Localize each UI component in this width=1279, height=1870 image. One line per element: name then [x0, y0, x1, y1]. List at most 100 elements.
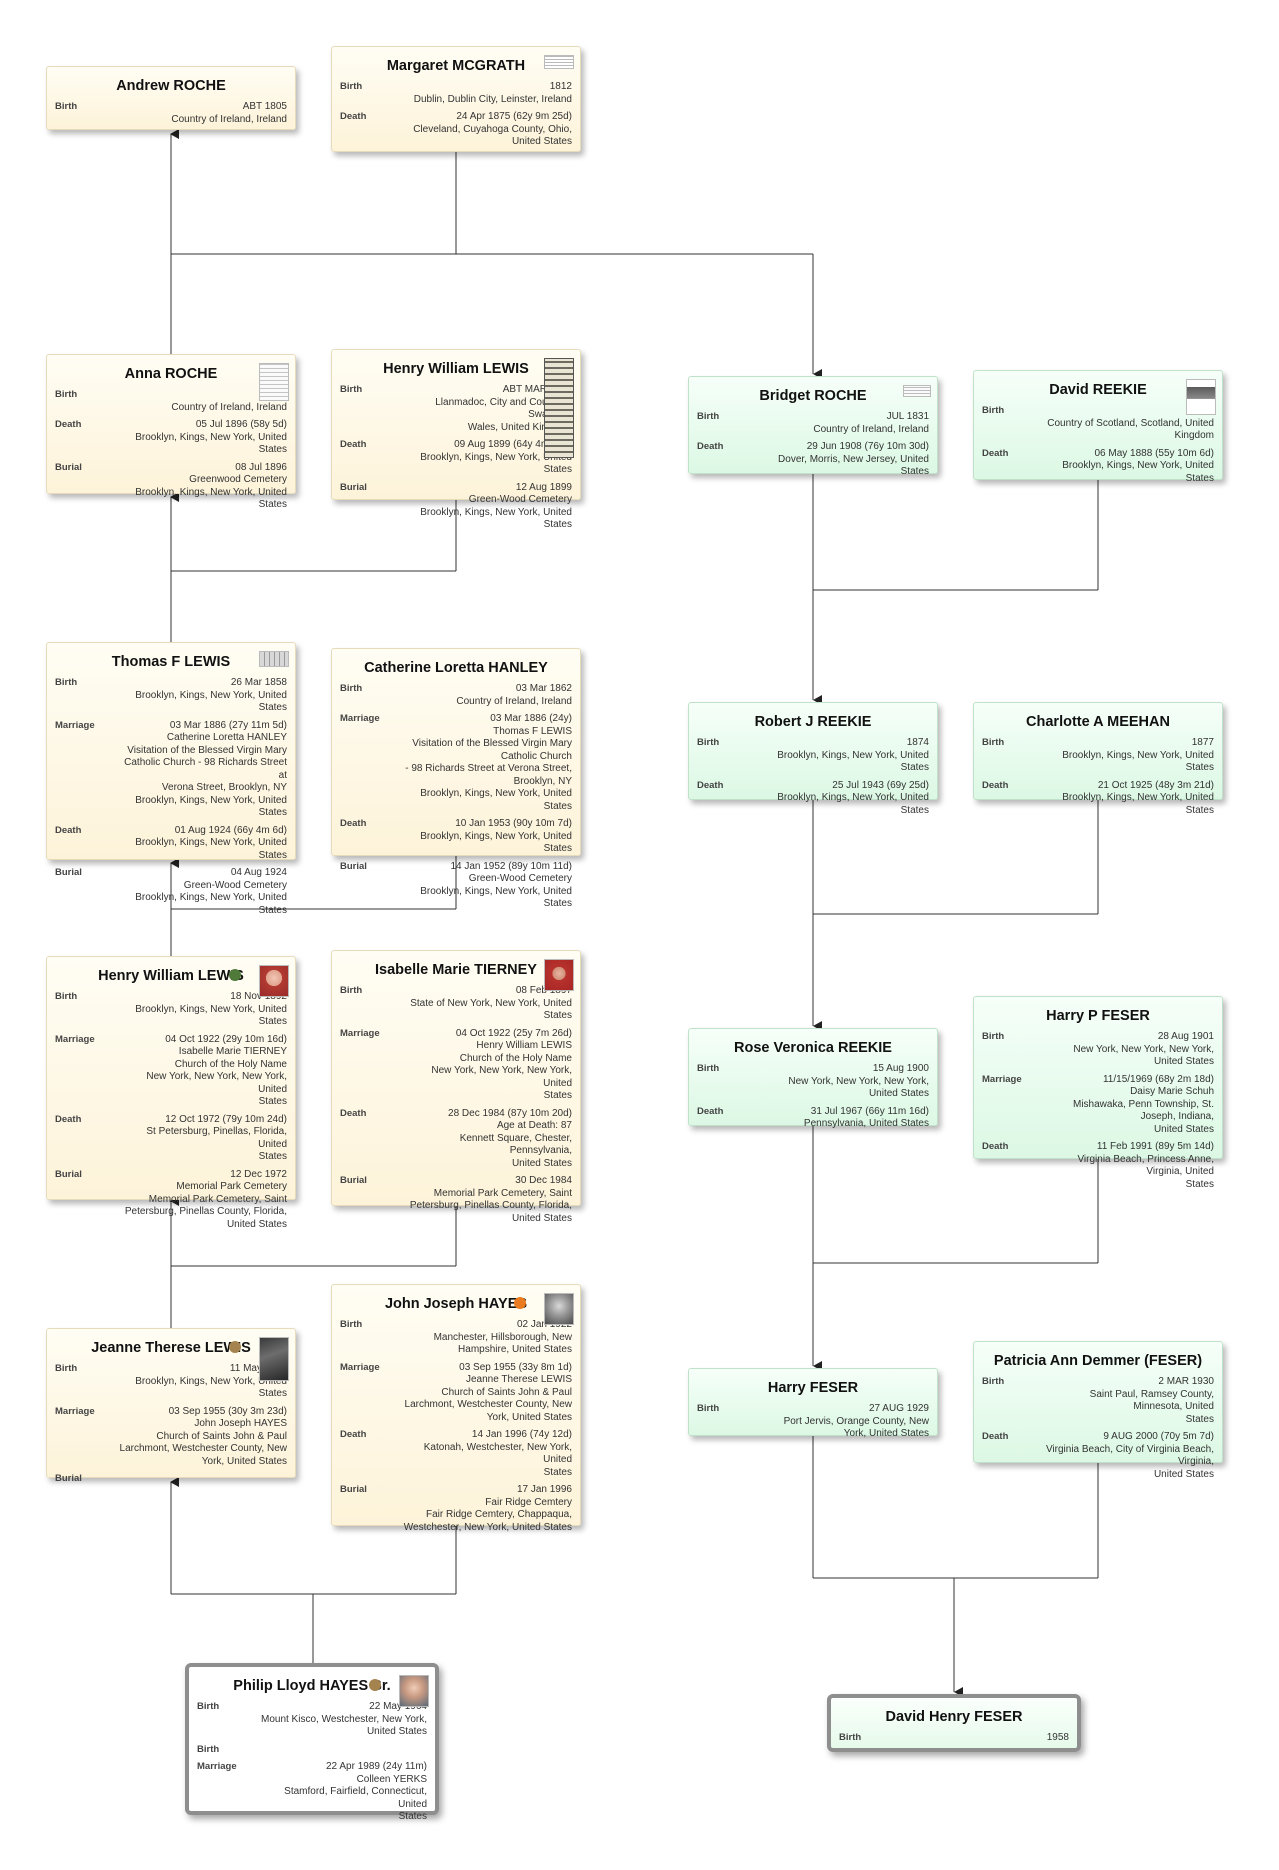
event-detail-line: Brooklyn, Kings, New York, United States [777, 749, 929, 774]
event-detail-line: 08 Feb 1897 [515, 985, 572, 996]
event-details: 9 AUG 2000 (70y 5m 7d)Virginia Beach, Ci… [1044, 1431, 1214, 1481]
event-details: 08 Feb 1897State of New York, New York, … [402, 985, 572, 1023]
event-detail-line: Church of Saints John & Paul [441, 1386, 572, 1398]
event-details: 28 Dec 1984 (87y 10m 20d)Age at Death: 8… [402, 1108, 572, 1171]
event-detail-line: Age at Death: 87 [496, 1120, 572, 1131]
person-name: Rose Veronica REEKIE [734, 1040, 892, 1056]
event-detail-line: Catherine Loretta HANLEY [166, 732, 287, 743]
event-detail-line: Katonah, Westchester, New York, United [423, 1441, 572, 1466]
photo-thumbnail-icon[interactable] [259, 965, 289, 997]
event-detail-line: Virginia Beach, City of Virginia Beach, … [1045, 1443, 1214, 1468]
event-row: Birth1838Country of Ireland, Ireland [55, 389, 287, 414]
event-detail-line: 1874 [906, 737, 929, 748]
person-card-david-reekie[interactable]: David REEKIE Birth1832Country of Scotlan… [973, 370, 1223, 484]
event-label: Birth [697, 737, 720, 748]
event-detail-line: Memorial Park Cemetery, Saint [433, 1187, 572, 1199]
event-detail-line: Brooklyn, Kings, New York, United States [420, 830, 572, 855]
event-detail-line: 11 May 1925 [229, 1363, 287, 1374]
photo-thumbnail-icon[interactable] [399, 1675, 429, 1707]
event-label: Birth [982, 1031, 1005, 1042]
event-detail-line: Brooklyn, Kings, New York, United States [1062, 792, 1214, 816]
event-label: Birth [55, 101, 78, 112]
event-detail-line: Brooklyn, Kings, New York, United States [135, 1375, 287, 1400]
event-details: 14 Jan 1952 (89y 10m 11d)Green-Wood Ceme… [402, 861, 572, 911]
person-name: Henry William LEWIS [383, 361, 529, 377]
event-label: Birth [55, 389, 78, 400]
person-name: Andrew ROCHE [116, 78, 226, 94]
event-detail-line: Mishawaka, Penn Township, St. Joseph, In… [1072, 1098, 1214, 1123]
event-details: 10 Jan 1953 (90y 10m 7d)Brooklyn, Kings,… [402, 818, 572, 856]
person-name: Charlotte A MEEHAN [1026, 714, 1170, 730]
event-detail-line: 03 Sep 1955 (33y 8m 1d) [459, 1361, 572, 1373]
event-detail-line: 30 Dec 1984 [515, 1175, 572, 1186]
event-detail-line: Thomas F LEWIS [493, 725, 572, 737]
event-detail-line: States [258, 1151, 287, 1162]
event-detail-line: Larchmont, Westchester County, New [404, 1399, 572, 1410]
photo-thumbnail-icon[interactable] [544, 1293, 574, 1325]
event-detail-line: Green-Wood Cemetery [468, 873, 572, 884]
photo-thumbnail-icon[interactable] [259, 1337, 289, 1381]
event-detail-line: Hampshire, United States [458, 1344, 572, 1355]
event-label: Marriage [982, 1073, 1022, 1085]
event-detail-line: 05 Jul 1896 (58y 5d) [195, 419, 287, 430]
document-thumbnail-icon[interactable] [544, 55, 574, 69]
event-detail-line: Fair Ridge Cemtery [485, 1496, 572, 1508]
event-detail-line: JUL 1831 [886, 411, 929, 422]
event-detail-line: States [543, 1090, 572, 1101]
status-dot-icon [514, 1297, 526, 1309]
event-detail-line: 15 Aug 1900 [872, 1063, 929, 1074]
event-details: 03 Mar 1886 (27y 11m 5d)Catherine Lorett… [117, 720, 287, 820]
event-row: Burial [55, 1473, 287, 1486]
event-label: Death [697, 441, 724, 452]
document-thumbnail-icon[interactable] [903, 385, 931, 397]
event-label: Burial [340, 1175, 367, 1186]
person-name: David REEKIE [1049, 382, 1147, 398]
person-name: Henry William LEWIS [98, 968, 244, 984]
document-thumbnail-icon[interactable] [259, 363, 289, 401]
person-name: Anna ROCHE [124, 366, 218, 382]
document-thumbnail-icon[interactable] [259, 651, 289, 667]
event-detail-line: Green-Wood Cemetery [183, 879, 287, 891]
event-label: Birth [197, 1701, 220, 1712]
photo-thumbnail-icon[interactable] [544, 959, 574, 991]
event-detail-line: Brooklyn, Kings, New York, United States [420, 506, 572, 531]
photo-thumbnail-icon[interactable] [1186, 379, 1216, 415]
person-name: Robert J REEKIE [754, 714, 872, 730]
event-label: Death [982, 1141, 1009, 1152]
person-card-anna-roche[interactable]: Anna ROCHE Birth1838Country of Ireland, … [46, 354, 296, 510]
event-label: Death [55, 419, 82, 430]
event-details: 11 Feb 1991 (89y 5m 14d)Virginia Beach, … [1044, 1141, 1214, 1191]
event-detail-line: United States [226, 1218, 287, 1230]
event-detail-line: Brooklyn, Kings, New York, United States [135, 1003, 287, 1028]
event-detail-line: 25 Jul 1943 (69y 25d) [832, 779, 929, 791]
newspaper-clipping-thumbnail-icon[interactable] [544, 358, 574, 458]
event-detail-line: 29 Jun 1908 (76y 10m 30d) [806, 441, 929, 452]
